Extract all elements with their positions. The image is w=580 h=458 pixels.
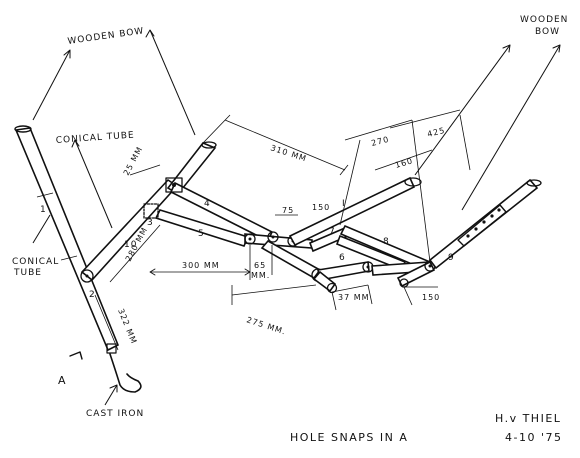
part-i: I: [342, 199, 346, 209]
a-mark: A: [58, 374, 67, 387]
signature-date: 4-10 '75: [505, 431, 562, 444]
wooden-bow-right-label-2: BOW: [535, 27, 560, 37]
dim-37: 37 MM: [338, 293, 370, 302]
part-6: 6: [339, 253, 346, 263]
conical-tube-top-label: CONICAL TUBE: [56, 131, 136, 146]
part-5: 5: [198, 229, 205, 239]
part-2: 2: [89, 290, 96, 300]
hole-snaps-label: HOLE SNAPS IN A: [290, 431, 408, 444]
arrows: [32, 29, 561, 406]
dim-150b: 150: [422, 293, 440, 302]
dim-275: 275 MM.: [245, 315, 287, 336]
part-3: 3: [147, 218, 154, 228]
dim-150a: 150: [312, 203, 330, 212]
labels: WOODEN BOW WOODEN BOW CONICAL TUBE CONIC…: [12, 15, 568, 444]
dim-65: 65: [254, 261, 266, 270]
part-1: 1: [40, 205, 47, 215]
part-8: 8: [383, 237, 390, 247]
part-9: 9: [448, 253, 455, 263]
conical-tube-left-label-2: TUBE: [13, 268, 42, 278]
signature-name: H.v THIEL: [495, 412, 561, 425]
tube-2: [80, 178, 179, 283]
dim-270: 270: [370, 135, 390, 148]
dim-65-mm: MM.: [251, 271, 270, 280]
part-4: 4: [204, 199, 211, 209]
conical-tube-left-label-1: CONICAL: [12, 257, 59, 267]
part-7: 7: [329, 227, 336, 237]
dim-25: 25 MM: [122, 145, 145, 177]
part-10: 10: [124, 240, 137, 250]
right-assembly: [339, 178, 542, 288]
dim-160: 160: [394, 156, 414, 170]
dimension-labels: 310 MM 270 425 160 150 75 25 MM 280 MM 3…: [116, 126, 446, 346]
dim-75: 75: [282, 206, 294, 215]
middle-junction: [244, 176, 422, 280]
conical-tube-left: [14, 125, 142, 393]
part-numbers: 1 2 3 4 5 6 7 8 9 10 I: [40, 199, 455, 300]
dim-425: 425: [426, 126, 446, 139]
dim-322: 322 MM: [116, 307, 138, 345]
lower-junction: [311, 234, 407, 294]
wooden-bow-left-label: WOODEN BOW: [67, 26, 145, 47]
dim-300: 300 MM: [182, 261, 220, 270]
wooden-bow-right-label-1: WOODEN: [520, 15, 568, 25]
cast-iron-label: CAST IRON: [86, 409, 144, 419]
